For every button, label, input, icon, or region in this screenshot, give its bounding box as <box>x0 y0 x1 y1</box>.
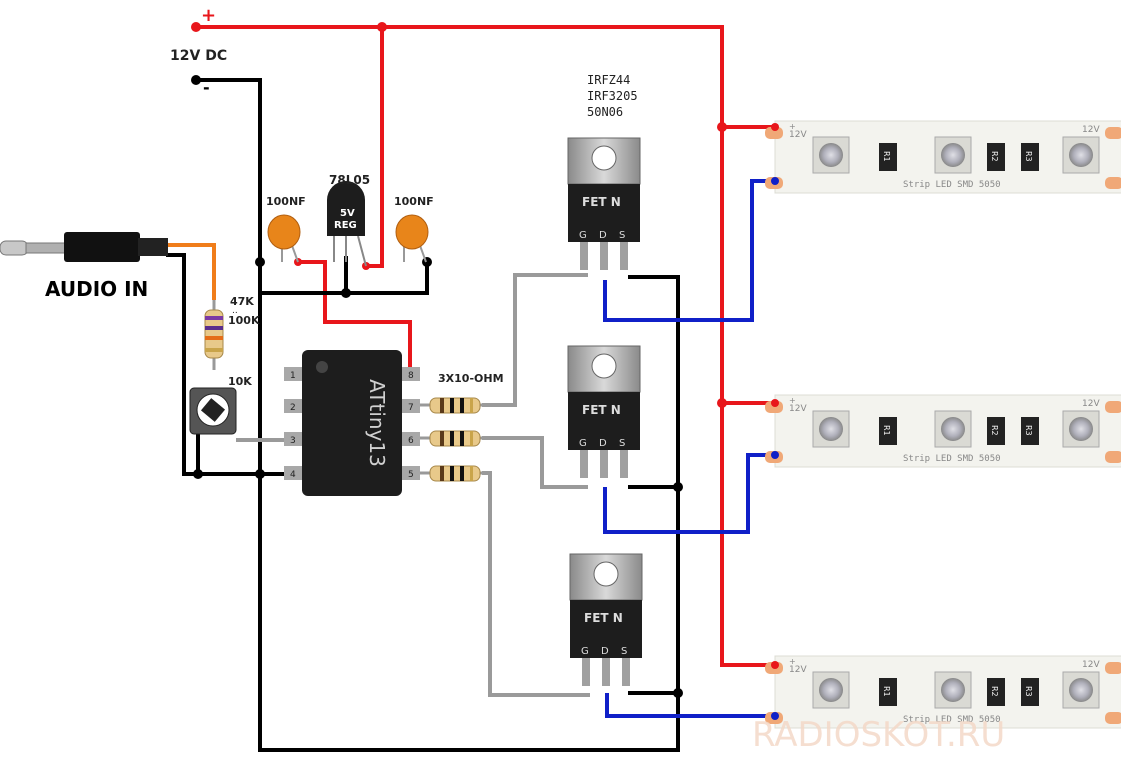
watermark: RADIOSKOT.RU <box>752 715 1005 755</box>
positive-wires <box>196 25 775 667</box>
mosfet-3-pin-d: D <box>601 646 609 657</box>
trimmer-label: 10K <box>228 375 252 388</box>
led-strip-2-voltage-left: 12V <box>789 404 807 414</box>
mcu-chip <box>284 350 420 496</box>
led-strip-2-r1: R1 <box>882 425 891 436</box>
trimmer-potentiometer <box>189 387 237 435</box>
led-strip-2-r2: R2 <box>990 425 999 436</box>
regulator-line1: 5V <box>340 208 355 219</box>
audio-in-label: AUDIO IN <box>45 277 148 301</box>
mosfet-part-3: 50N06 <box>587 105 623 119</box>
negative-terminal <box>191 75 201 85</box>
led-strip-3-voltage-left: 12V <box>789 665 807 675</box>
led-strip-2-plus: + <box>789 396 796 405</box>
audio-jack <box>0 232 168 262</box>
ground-wires <box>166 78 680 752</box>
gate-resistors-label: 3X10-OHM <box>438 372 504 385</box>
gate-wires <box>236 273 590 697</box>
mosfet-2-pin-d: D <box>599 438 607 449</box>
led-strip-3-label: Strip LED SMD 5050 <box>903 715 1001 725</box>
resistor-label-top: 47K <box>230 295 254 308</box>
mosfet-1-body-label: FET N <box>582 195 621 209</box>
plus-sign: + <box>201 5 216 26</box>
mosfet-3-body-label: FET N <box>584 611 623 625</box>
led-strip-3-r3: R3 <box>1024 686 1033 697</box>
led-strip-2-voltage-right: 12V <box>1082 399 1100 409</box>
mosfet-2-body-label: FET N <box>582 403 621 417</box>
led-strip-1: 12V 12V + R1 R2 R3 Strip LED SMD 5050 <box>764 120 1121 194</box>
mosfet-1: FET N G D S <box>567 137 641 271</box>
capacitor-right-label: 100NF <box>394 195 434 208</box>
mosfet-1-pin-g: G <box>579 230 587 241</box>
capacitor-left <box>267 214 301 263</box>
led-strip-1-voltage-left: 12V <box>789 130 807 140</box>
led-strip-3-voltage-right: 12V <box>1082 660 1100 670</box>
gate-resistors <box>420 397 482 482</box>
mosfet-part-2: IRF3205 <box>587 89 638 103</box>
junction-dots <box>193 257 683 698</box>
led-strip-3: 12V 12V + R1 R2 R3 Strip LED SMD 5050 <box>764 655 1121 729</box>
pin-3: 3 <box>290 436 296 446</box>
mosfet-part-list: IRFZ44 IRF3205 50N06 <box>587 73 638 119</box>
positive-junctions <box>191 22 727 408</box>
supply-label: 12V DC <box>170 48 227 64</box>
capacitor-left-label: 100NF <box>266 195 306 208</box>
resistor-label-sep: .. <box>232 306 238 316</box>
strip-plus-dots <box>771 123 779 669</box>
strip-drain-dots <box>771 177 779 720</box>
mosfet-3-pin-s: S <box>621 646 627 657</box>
mcu-name: ATtiny13 <box>365 379 389 467</box>
mosfet-2: FET N G D S <box>567 345 641 479</box>
led-strip-1-plus: + <box>789 122 796 131</box>
capacitor-right <box>395 214 429 263</box>
led-strip-2-label: Strip LED SMD 5050 <box>903 454 1001 464</box>
pin-1: 1 <box>290 371 296 381</box>
mosfet-3-pin-g: G <box>581 646 589 657</box>
led-strip-1-label: Strip LED SMD 5050 <box>903 180 1001 190</box>
mosfet-1-pin-d: D <box>599 230 607 241</box>
mosfet-2-pin-s: S <box>619 438 625 449</box>
pin-2: 2 <box>290 403 296 413</box>
led-strip-3-plus: + <box>789 657 796 666</box>
led-strip-1-voltage-right: 12V <box>1082 125 1100 135</box>
pin-8: 8 <box>408 371 414 381</box>
led-strip-2-r3: R3 <box>1024 425 1033 436</box>
led-strip-1-r3: R3 <box>1024 151 1033 162</box>
led-strip-1-r1: R1 <box>882 151 891 162</box>
regulator-line2: REG <box>334 220 357 231</box>
mcu-pin-numbers: 1 2 3 4 8 7 6 5 <box>290 371 414 480</box>
pin-5: 5 <box>408 470 414 480</box>
mosfet-3: FET N G D S <box>569 553 643 687</box>
minus-sign: - <box>203 78 210 97</box>
drain-wires <box>603 179 775 718</box>
voltage-regulator <box>327 181 367 267</box>
mosfet-part-1: IRFZ44 <box>587 73 630 87</box>
resistor-label-bottom: 100K <box>228 314 260 327</box>
led-strip-3-r2: R2 <box>990 686 999 697</box>
regulator-part-label: 78L05 <box>329 173 370 187</box>
pin-4: 4 <box>290 470 296 480</box>
pin-7: 7 <box>408 403 414 413</box>
audio-wire <box>166 243 216 300</box>
input-resistor <box>204 300 224 370</box>
led-strip-1-r2: R2 <box>990 151 999 162</box>
led-strip-2: 12V 12V + R1 R2 R3 Strip LED SMD 5050 <box>764 394 1121 468</box>
mosfet-1-pin-s: S <box>619 230 625 241</box>
pin-6: 6 <box>408 436 414 446</box>
led-strip-3-r1: R1 <box>882 686 891 697</box>
mosfet-2-pin-g: G <box>579 438 587 449</box>
